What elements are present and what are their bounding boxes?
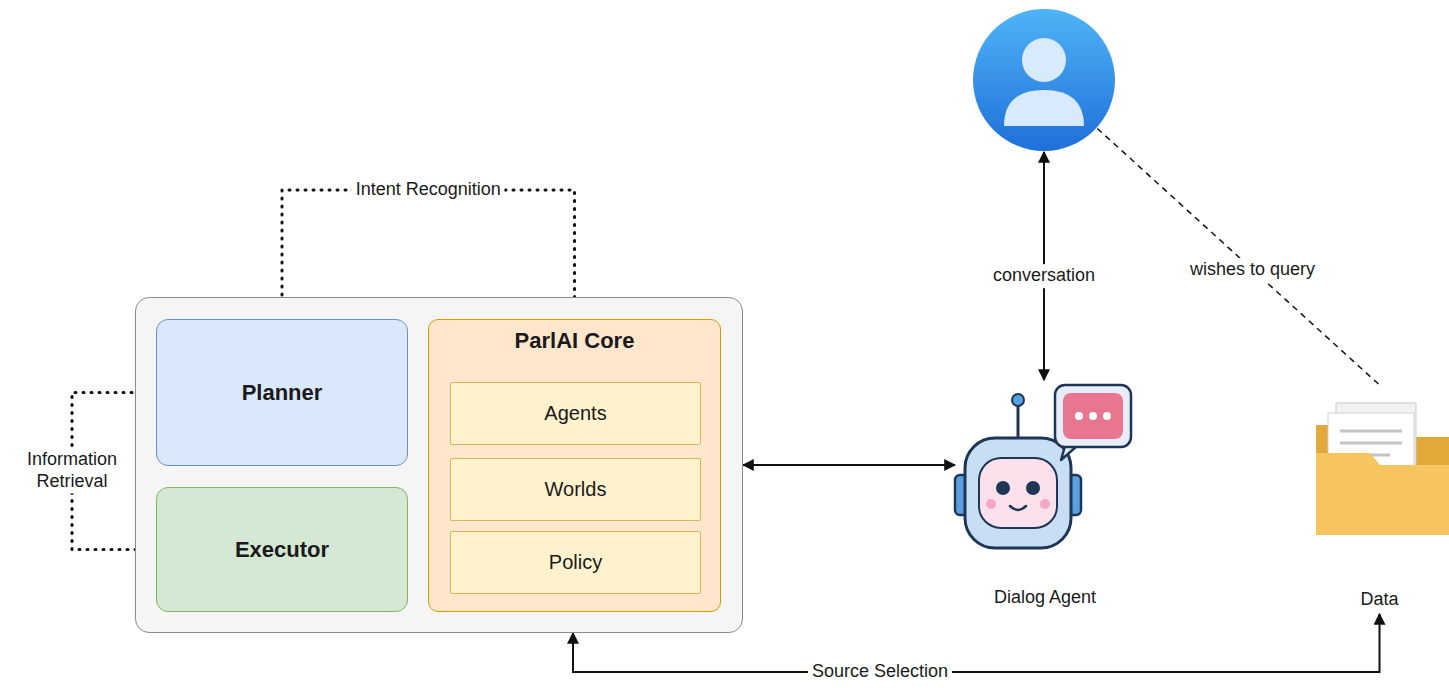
robot-head (965, 438, 1071, 548)
agent-node: Dialog Agent (955, 380, 1135, 610)
bubble-dot (1075, 412, 1083, 420)
bubble-dot (1103, 412, 1111, 420)
edge-label: conversation (989, 264, 1099, 288)
robot-eye (1026, 481, 1040, 495)
node-caption: Dialog Agent (994, 587, 1096, 610)
robot-mouth (1010, 506, 1026, 510)
edge-label: Source Selection (808, 660, 952, 684)
executor-box: Executor (156, 487, 408, 612)
system-container: PlannerExecutor ParlAI CoreAgentsWorldsPo… (135, 297, 743, 633)
module-box: Worlds (450, 458, 701, 521)
edge-label: Information Retrieval (13, 448, 131, 493)
robot-antenna-tip (1012, 394, 1024, 406)
edge-label: wishes to query (1186, 258, 1319, 282)
paper-line (1340, 442, 1402, 445)
robot-eye (996, 481, 1010, 495)
edge-label: Intent Recognition (352, 178, 505, 202)
user-avatar (972, 8, 1116, 152)
robot-antenna (1017, 404, 1020, 438)
module-box: Agents (450, 382, 701, 445)
node-title: Policy (549, 551, 602, 574)
planner-box: Planner (156, 319, 408, 466)
folder-icon (1316, 403, 1449, 535)
avatar-circle (972, 8, 1116, 152)
speech-bubble-inner (1063, 393, 1123, 439)
node-title: Executor (235, 537, 329, 563)
folder-front (1316, 453, 1449, 535)
speech-bubble (1055, 385, 1131, 447)
node-caption: Data (1360, 589, 1398, 612)
node-title: ParlAI Core (515, 328, 635, 354)
avatar-head (1022, 38, 1066, 82)
robot-cheek (986, 499, 996, 509)
dotted-connector (1097, 128, 1379, 385)
robot-icon (955, 385, 1131, 548)
core-box: ParlAI CoreAgentsWorldsPolicy (428, 319, 721, 612)
avatar-ground (973, 9, 1115, 151)
robot-face (979, 458, 1057, 528)
node-title: Worlds (545, 478, 607, 501)
node-title: Agents (544, 402, 606, 425)
data-node: Data (1310, 385, 1449, 612)
avatar-body (1004, 90, 1084, 126)
node-title: Planner (242, 380, 323, 406)
bubble-dot (1089, 412, 1097, 420)
arrow-connector (743, 464, 955, 466)
robot-cheek (1040, 499, 1050, 509)
module-box: Policy (450, 531, 701, 594)
paper-line (1340, 430, 1402, 433)
